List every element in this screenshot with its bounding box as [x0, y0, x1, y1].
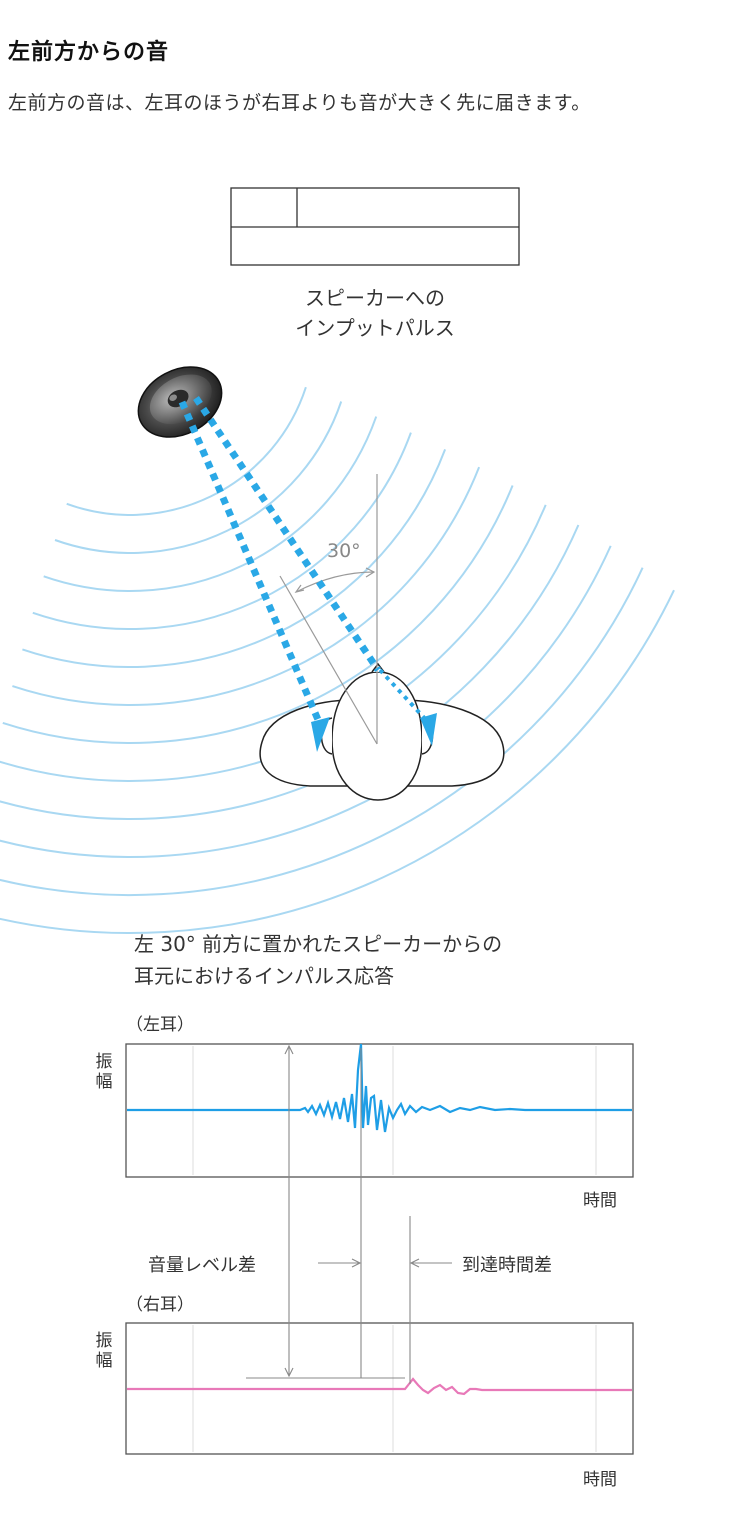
ray-to-right-ear [378, 668, 430, 724]
left-ear-graph [125, 1043, 634, 1178]
speaker-direction-line [279, 575, 378, 745]
ray-over-head [193, 396, 381, 672]
left-ear-label: （左耳） [126, 1015, 194, 1035]
left-x-label: 時間 [583, 1191, 617, 1211]
sound-wave-arc [0, 545, 612, 858]
ray-to-left-ear [178, 400, 323, 724]
right-ear-label: （右耳） [126, 1295, 194, 1315]
sound-wave-arc [0, 567, 644, 897]
pulse-caption-line1: スピーカーへの [305, 286, 445, 310]
response-caption-line2: 耳元におけるインパルス応答 [134, 964, 394, 988]
sound-wave-arc [2, 485, 514, 744]
time-diff-label: 到達時間差 [462, 1255, 552, 1276]
sound-wave-arc [32, 432, 412, 631]
sound-wave-arc [12, 466, 481, 706]
ray-arrowheads [311, 713, 437, 752]
sound-wave-arc [22, 449, 447, 669]
left-y-label: 振幅 [95, 1052, 113, 1092]
right-y-label: 振幅 [95, 1331, 113, 1371]
response-caption: 左 30° 前方に置かれたスピーカーからの 耳元におけるインパルス応答 [134, 928, 502, 992]
angle-label: 30° [327, 540, 361, 562]
page-subtitle: 左前方の音は、左耳のほうが右耳よりも音が大きく先に届きます。 [8, 92, 591, 114]
sound-wave-arc [66, 386, 307, 516]
sound-wave-arc [54, 401, 343, 554]
page-title: 左前方からの音 [8, 40, 170, 65]
speaker-icon [137, 366, 223, 438]
pulse-caption: スピーカーへの インプットパルス [230, 283, 520, 343]
angle-guides [279, 474, 378, 745]
sound-wave-arcs [0, 386, 675, 934]
right-ear-graph [125, 1322, 634, 1455]
response-caption-line1: 左 30° 前方に置かれたスピーカーからの [134, 932, 503, 956]
sound-wave-arc [0, 589, 675, 934]
sound-rays [178, 396, 430, 724]
left-ear-arrowhead [311, 717, 330, 752]
right-x-label: 時間 [583, 1470, 617, 1490]
right-ear-arrowhead [420, 713, 437, 746]
level-diff-label: 音量レベル差 [148, 1255, 256, 1276]
angle-arc-arrow [295, 571, 375, 593]
right-ear-trace [127, 1377, 632, 1396]
pulse-caption-line2: インプットパルス [295, 316, 455, 340]
left-ear-trace [127, 1043, 632, 1133]
difference-guides [246, 1044, 452, 1384]
sound-wave-arc [43, 416, 378, 592]
input-pulse-box [230, 187, 520, 266]
